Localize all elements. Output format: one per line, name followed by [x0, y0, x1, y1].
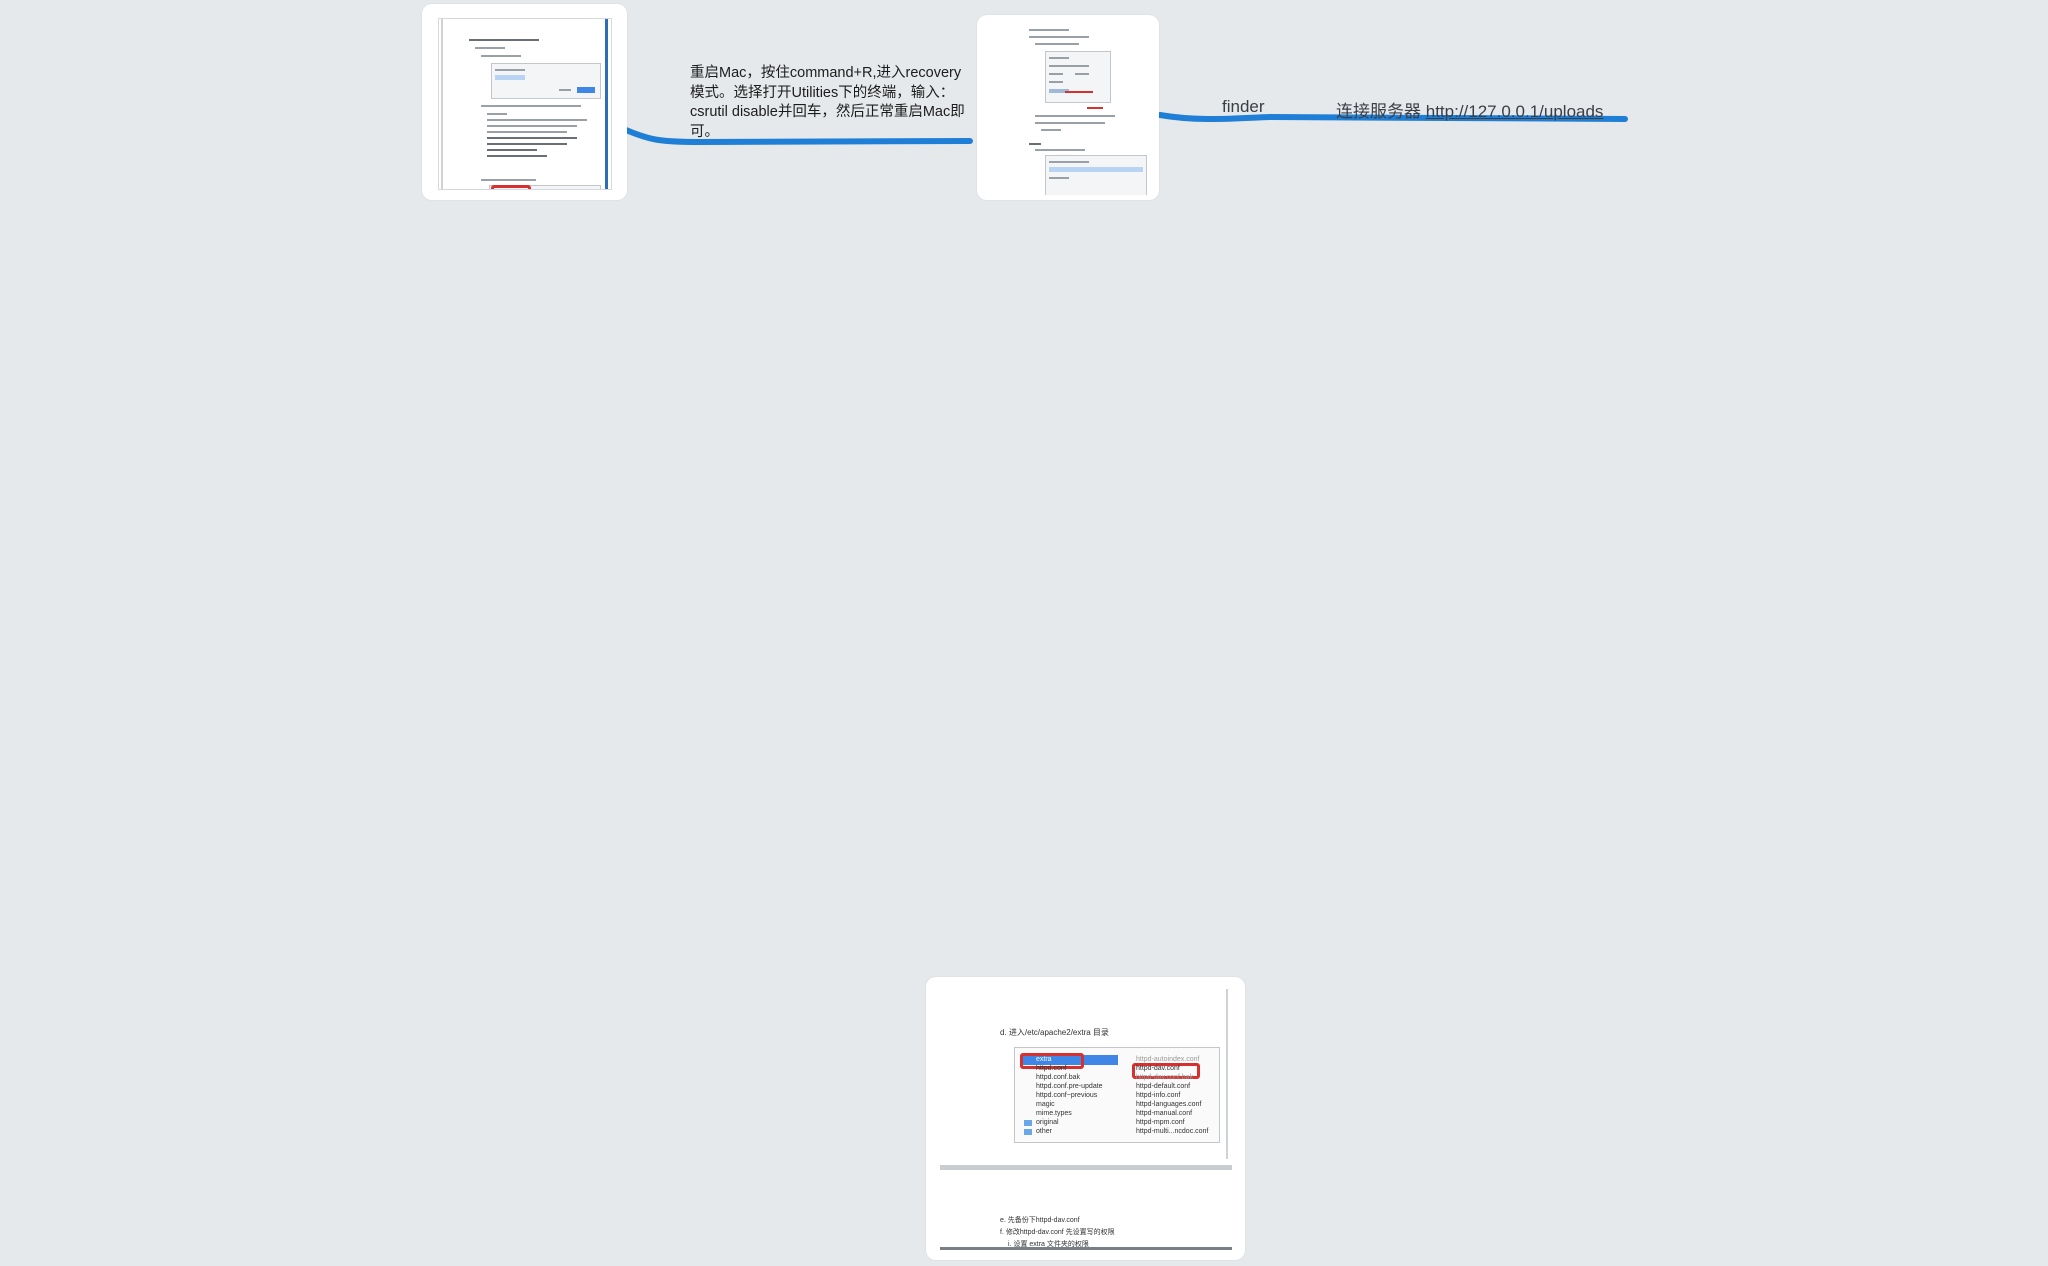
- connect-server-url[interactable]: http://127.0.0.1/uploads: [1425, 102, 1604, 121]
- image-node-doc-2[interactable]: [977, 15, 1159, 200]
- folder-item: extra: [1036, 1056, 1052, 1063]
- image-node-doc-3[interactable]: d. 进入/etc/apache2/extra 目录 extra httpd.c…: [926, 977, 1245, 1260]
- connect-server-text: 连接服务器: [1336, 102, 1421, 121]
- connector-right: [1157, 112, 1628, 123]
- document-thumbnail: [438, 18, 612, 190]
- doc-step-f-i: i. 设置 extra 文件夹的权限: [1008, 1241, 1089, 1248]
- file-item: httpd.conf.bak: [1036, 1074, 1080, 1081]
- file-item: httpd-multi...ncdoc.conf: [1136, 1128, 1209, 1135]
- file-item: httpd-autoindex.conf: [1136, 1056, 1200, 1063]
- file-item: httpd-dav.conf.bak: [1136, 1074, 1194, 1081]
- folder-icon: [1024, 1120, 1032, 1126]
- finder-label[interactable]: finder: [1222, 97, 1265, 116]
- folder-item: original: [1036, 1119, 1059, 1126]
- file-item: httpd-dav.conf: [1136, 1065, 1180, 1072]
- file-item: httpd.conf~previous: [1036, 1092, 1098, 1099]
- connect-server-label[interactable]: 连接服务器 http://127.0.0.1/uploads: [1336, 97, 1603, 122]
- recovery-instructions[interactable]: 重启Mac，按住command+R,进入recovery模式。选择打开Utili…: [690, 65, 965, 140]
- file-item: httpd-manual.conf: [1136, 1110, 1193, 1117]
- file-item: httpd-default.conf: [1136, 1083, 1191, 1090]
- document-thumbnail: d. 进入/etc/apache2/extra 目录 extra httpd.c…: [940, 989, 1232, 1251]
- file-item: httpd-mpm.conf: [1136, 1119, 1185, 1126]
- document-thumbnail: [989, 19, 1147, 195]
- doc-heading: d. 进入/etc/apache2/extra 目录: [1000, 1028, 1109, 1037]
- file-item: magic: [1036, 1101, 1055, 1108]
- file-item: mime.types: [1036, 1110, 1072, 1117]
- file-item: httpd-info.conf: [1136, 1092, 1181, 1099]
- doc-step-f: f. 修改httpd-dav.conf 先设置写的权限: [1000, 1229, 1115, 1236]
- extra-folder-selected: [1022, 1055, 1118, 1065]
- file-item: httpd-languages.conf: [1136, 1101, 1202, 1108]
- image-node-doc-1[interactable]: [422, 4, 627, 200]
- doc-step-e: e. 先备份下httpd-dav.conf: [1000, 1217, 1080, 1224]
- connector-left: [623, 127, 973, 146]
- folder-icon: [1024, 1129, 1032, 1135]
- folder-item: other: [1036, 1128, 1052, 1135]
- file-item: httpd.conf: [1036, 1065, 1067, 1072]
- file-item: httpd.conf.pre-update: [1036, 1083, 1103, 1090]
